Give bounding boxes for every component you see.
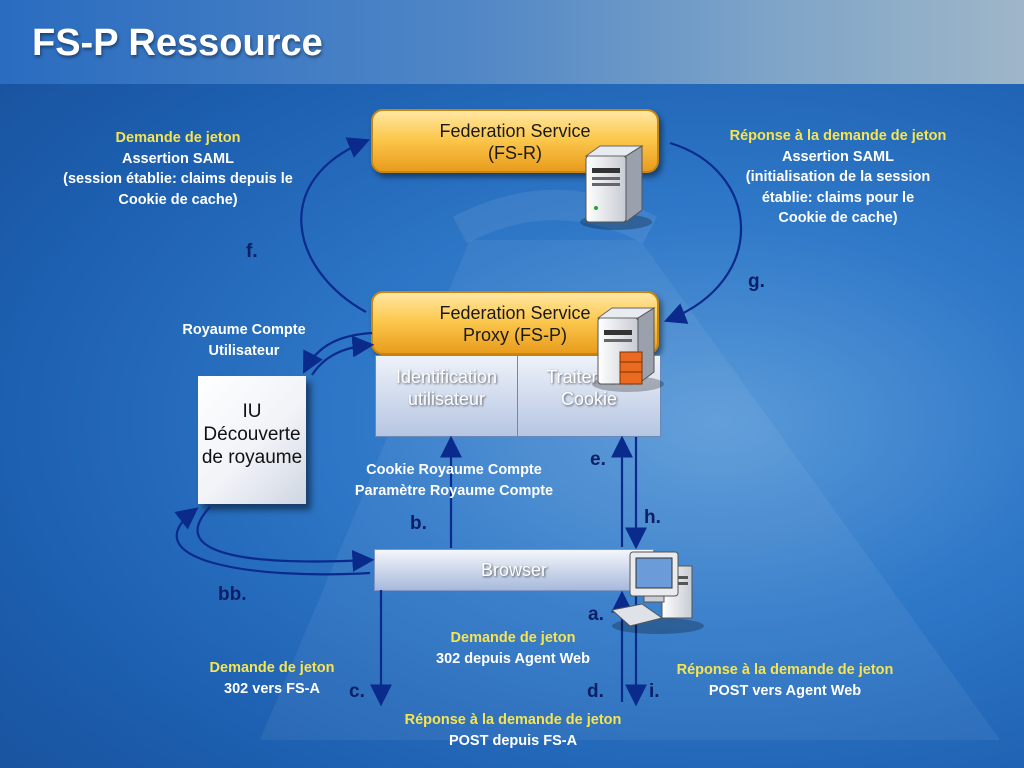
g-desc-title: Réponse à la demande de jeton [729,128,947,144]
step-b: b. [410,513,427,534]
c-desc-title: Demande de jeton [209,660,335,676]
fs-r-line2: (FS-R) [488,143,542,163]
f-desc-line2: (session établie: claims depuis le [63,171,293,187]
cookie-cell-line2: Cookie [560,389,618,409]
iu-line2: Découverte [203,424,301,445]
fs-p-panel: Identification utilisateur Traitement Co… [375,355,661,437]
g-desc-line1: Assertion SAML [782,148,894,165]
realm-label: Royaume Compte Utilisateur [160,320,328,361]
g-description: Réponse à la demande de jeton Assertion … [700,126,976,229]
arrow-bb-out [174,507,371,576]
cookie-line2: Paramètre Royaume Compte [354,482,554,499]
f-description: Demande de jeton Assertion SAML (session… [36,128,320,210]
step-f: f. [246,241,258,262]
fs-p-line2: Proxy (FS-P) [462,325,567,345]
identification-cell: Identification utilisateur [376,356,518,436]
computer-icon [610,551,704,634]
step-c: c. [349,681,365,702]
f-desc-line1: Assertion SAML [122,150,234,167]
i-desc-title: Réponse à la demande de jeton [676,662,894,678]
g-desc-line4: Cookie de cache) [778,210,898,226]
fs-r-line1: Federation Service [439,121,591,141]
proxy-server-icon [592,307,664,392]
iu-realm-discovery-box: IU Découverte de royaume [198,376,306,504]
i-description: Réponse à la demande de jeton POST vers … [650,660,920,701]
d-desc-title: Réponse à la demande de jeton [404,712,622,728]
g-desc-line2: (initialisation de la session [745,169,931,185]
fs-p-line1: Federation Service [439,303,591,323]
arrow-g [663,141,743,324]
arrow-realm-in [311,335,375,376]
d-desc-line1: POST depuis FS-A [448,732,578,749]
cookie-label: Cookie Royaume Compte Paramètre Royaume … [320,460,588,501]
step-d: d. [587,681,604,702]
step-i: i. [649,681,660,702]
step-a: a. [588,604,604,625]
step-h: h. [644,507,661,528]
i-desc-line1: POST vers Agent Web [708,682,862,699]
page-title: FS-P Ressource [32,22,323,64]
arrow-realm-out [302,331,373,374]
arrow-bb-in [196,506,375,572]
d-description: Réponse à la demande de jeton POST depui… [376,710,650,751]
g-desc-line3: établie: claims pour le [761,189,915,206]
realm-line1: Royaume Compte [182,322,306,338]
browser-box: Browser [374,549,654,591]
step-g: g. [748,271,765,292]
server-icon [580,145,652,230]
a-desc-title: Demande de jeton [450,630,576,646]
c-desc-line1: 302 vers FS-A [224,680,320,697]
f-desc-title: Demande de jeton [115,130,241,146]
identification-line2: utilisateur [407,389,486,409]
step-e: e. [590,449,606,470]
cookie-line1: Cookie Royaume Compte [366,462,542,478]
a-description: Demande de jeton 302 depuis Agent Web [400,628,626,669]
iu-line1: IU [242,401,262,422]
identification-line1: Identification [395,367,498,387]
a-desc-line1: 302 depuis Agent Web [436,650,590,667]
iu-line3: de royaume [201,447,303,468]
step-bb: bb. [218,584,247,605]
realm-line2: Utilisateur [208,342,280,359]
arrow-f [300,137,371,313]
title-bar [0,0,1024,84]
c-description: Demande de jeton 302 vers FS-A [190,658,354,699]
f-desc-line3: Cookie de cache) [118,191,238,208]
